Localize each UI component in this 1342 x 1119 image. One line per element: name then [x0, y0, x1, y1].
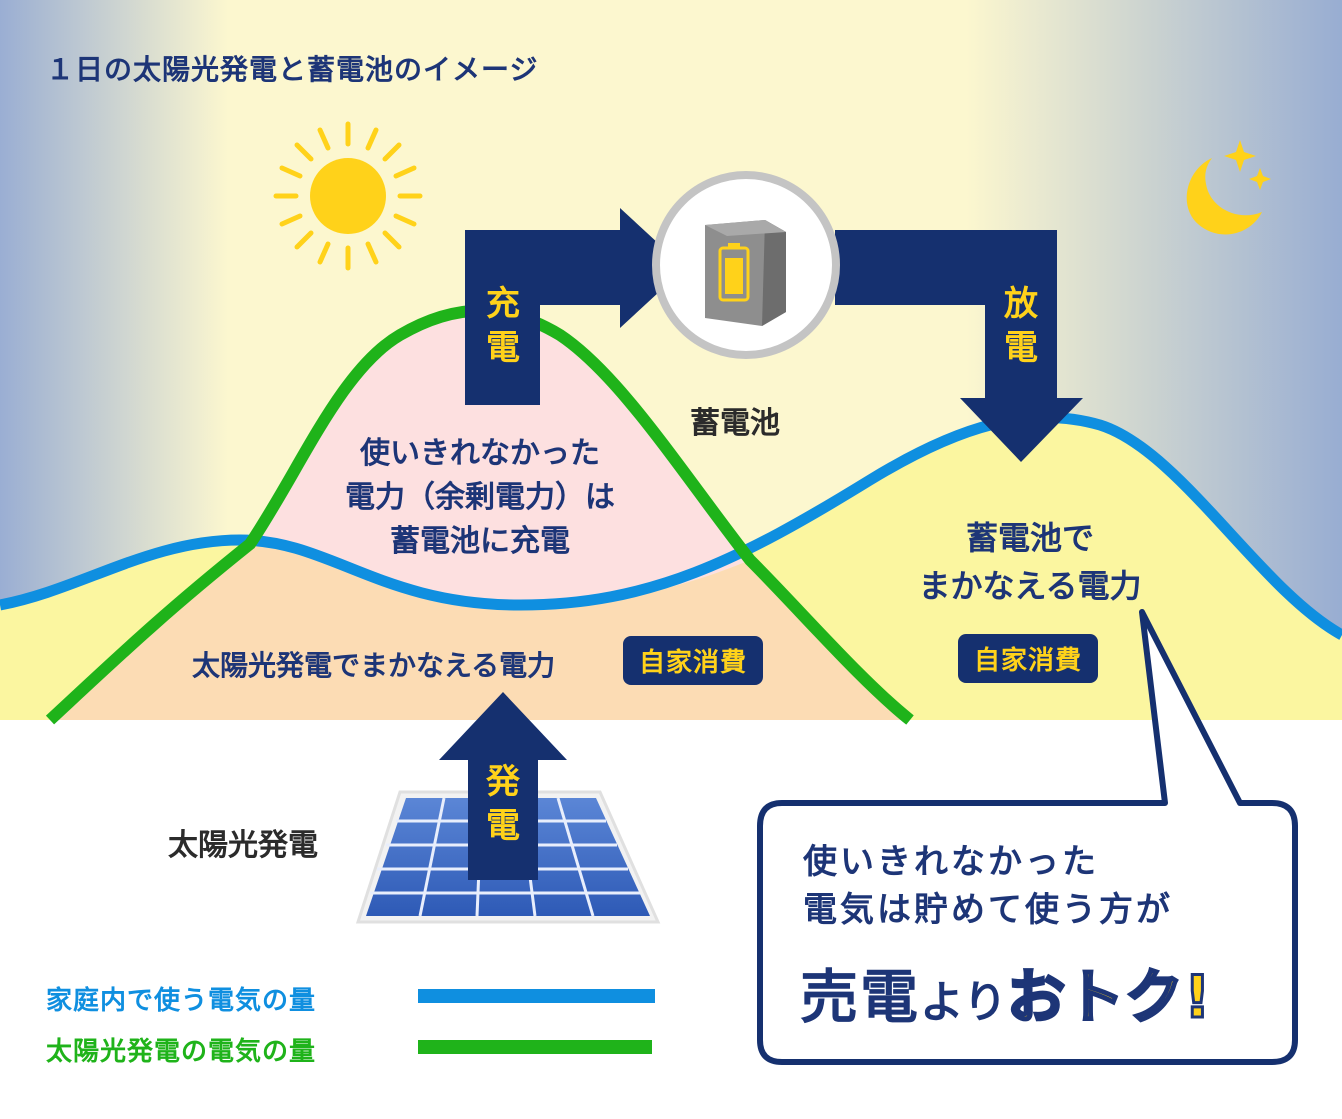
page-title: １日の太陽光発電と蓄電池のイメージ — [46, 53, 539, 86]
sun-icon — [273, 121, 423, 271]
surplus-area — [250, 310, 750, 605]
battery-covered-text: 蓄電池で まかなえる電力 — [918, 519, 1142, 605]
legend-generation-label: 太陽光発電の電気の量 — [46, 1037, 317, 1067]
bubble-line-2: 電気は貯めて使う方が — [803, 890, 1173, 930]
generate-arrow — [439, 692, 567, 880]
charge-arrow — [465, 208, 685, 405]
moon-icon — [1186, 140, 1271, 235]
self-consumption-badge-1: 自家消費 — [623, 636, 764, 685]
legend-consumption-label: 家庭内で使う電気の量 — [46, 986, 317, 1016]
generate-label: 発 電 — [486, 762, 520, 846]
bubble-headline-part3: おトク! — [1006, 962, 1212, 1033]
discharge-arrow — [835, 230, 1083, 462]
solar-panel-label: 太陽光発電 — [168, 828, 318, 863]
legend-line-generation — [418, 1040, 652, 1054]
bubble-headline-part1: 売電 — [800, 963, 921, 1031]
legend-line-consumption — [418, 989, 655, 1003]
battery-icon — [652, 171, 840, 359]
battery-label: 蓄電池 — [690, 406, 780, 441]
consumption-curve — [0, 411, 1342, 640]
charge-label: 充 電 — [486, 284, 520, 368]
speech-bubble — [757, 609, 1298, 1065]
bubble-line-1: 使いきれなかった — [803, 842, 1099, 882]
self-consumption-badge-2: 自家消費 — [958, 634, 1099, 683]
discharge-label: 放 電 — [1004, 284, 1038, 368]
bubble-headline: 売電よりおトク! — [800, 950, 1212, 1034]
bubble-headline-part2: より — [920, 977, 1008, 1028]
solar-covered-text: 太陽光発電でまかなえる電力 — [192, 649, 556, 682]
surplus-text: 使いきれなかった 電力（余剰電力）は 蓄電池に充電 — [345, 436, 615, 559]
